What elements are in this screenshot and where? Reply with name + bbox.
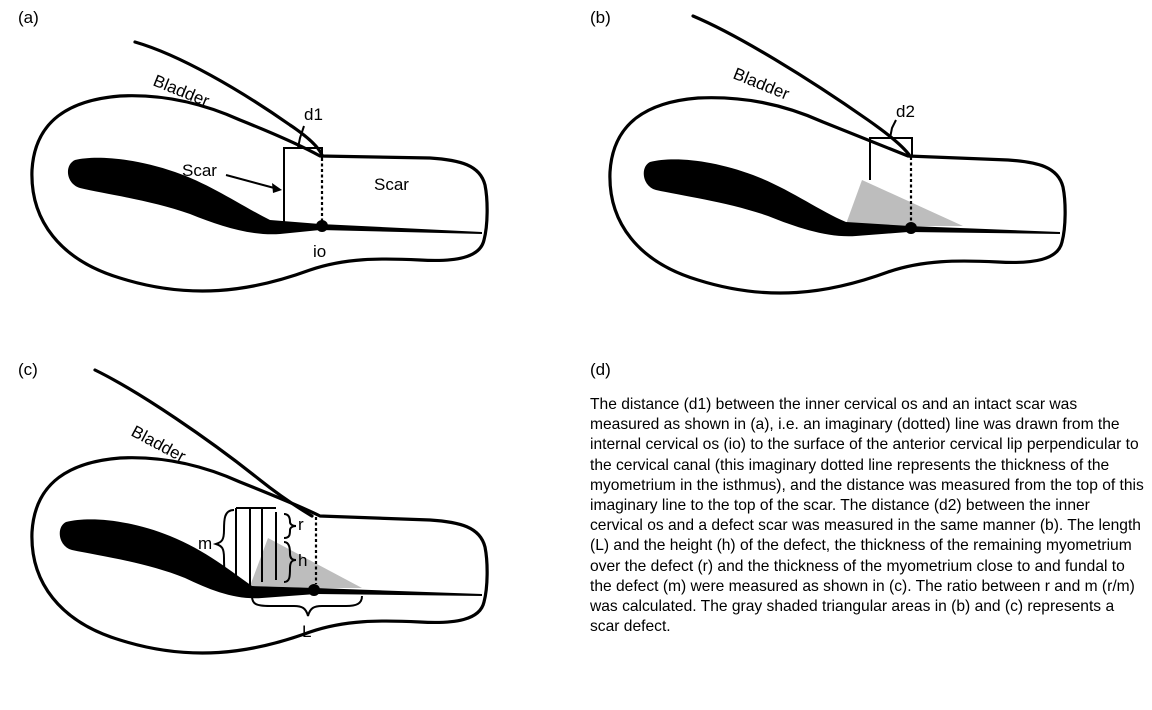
bladder-line bbox=[95, 370, 312, 516]
io-dot bbox=[316, 220, 328, 232]
scar-arrow bbox=[226, 175, 278, 189]
scar-arrow-head bbox=[272, 183, 282, 193]
uterus-outline bbox=[32, 96, 487, 291]
bladder-label: Bladder bbox=[151, 71, 213, 111]
scar-region-label: Scar bbox=[374, 175, 409, 194]
h-label: h bbox=[298, 551, 307, 570]
panel-d-label: (d) bbox=[590, 360, 611, 380]
io-dot bbox=[905, 222, 917, 234]
scar-arrow-label: Scar bbox=[182, 161, 217, 180]
uterus-outline bbox=[610, 98, 1065, 293]
panel-a-diagram: Bladder d1 io Scar Scar bbox=[0, 0, 560, 330]
panel-a: (a) Bladder d1 io Scar Scar bbox=[0, 0, 560, 330]
panel-b-diagram: Bladder d2 bbox=[578, 0, 1138, 330]
bladder-line bbox=[693, 16, 910, 156]
r-label: r bbox=[298, 515, 304, 534]
scar-defect bbox=[846, 180, 963, 226]
d2-label: d2 bbox=[896, 102, 915, 121]
panel-c-diagram: Bladder m r h L bbox=[0, 350, 560, 710]
panel-b: (b) Bladder d2 bbox=[578, 0, 1138, 330]
r-brace bbox=[284, 514, 296, 538]
panel-d-description: The distance (d1) between the inner cerv… bbox=[590, 395, 1145, 637]
io-label: io bbox=[313, 242, 326, 261]
m-label: m bbox=[198, 534, 212, 553]
io-dot bbox=[308, 584, 320, 596]
L-label: L bbox=[302, 622, 311, 641]
panel-c: (c) Bladder m r h L bbox=[0, 350, 560, 710]
L-brace bbox=[252, 596, 362, 616]
d1-label: d1 bbox=[304, 105, 323, 124]
cervical-canal bbox=[68, 158, 482, 235]
cervical-canal bbox=[644, 159, 1060, 236]
